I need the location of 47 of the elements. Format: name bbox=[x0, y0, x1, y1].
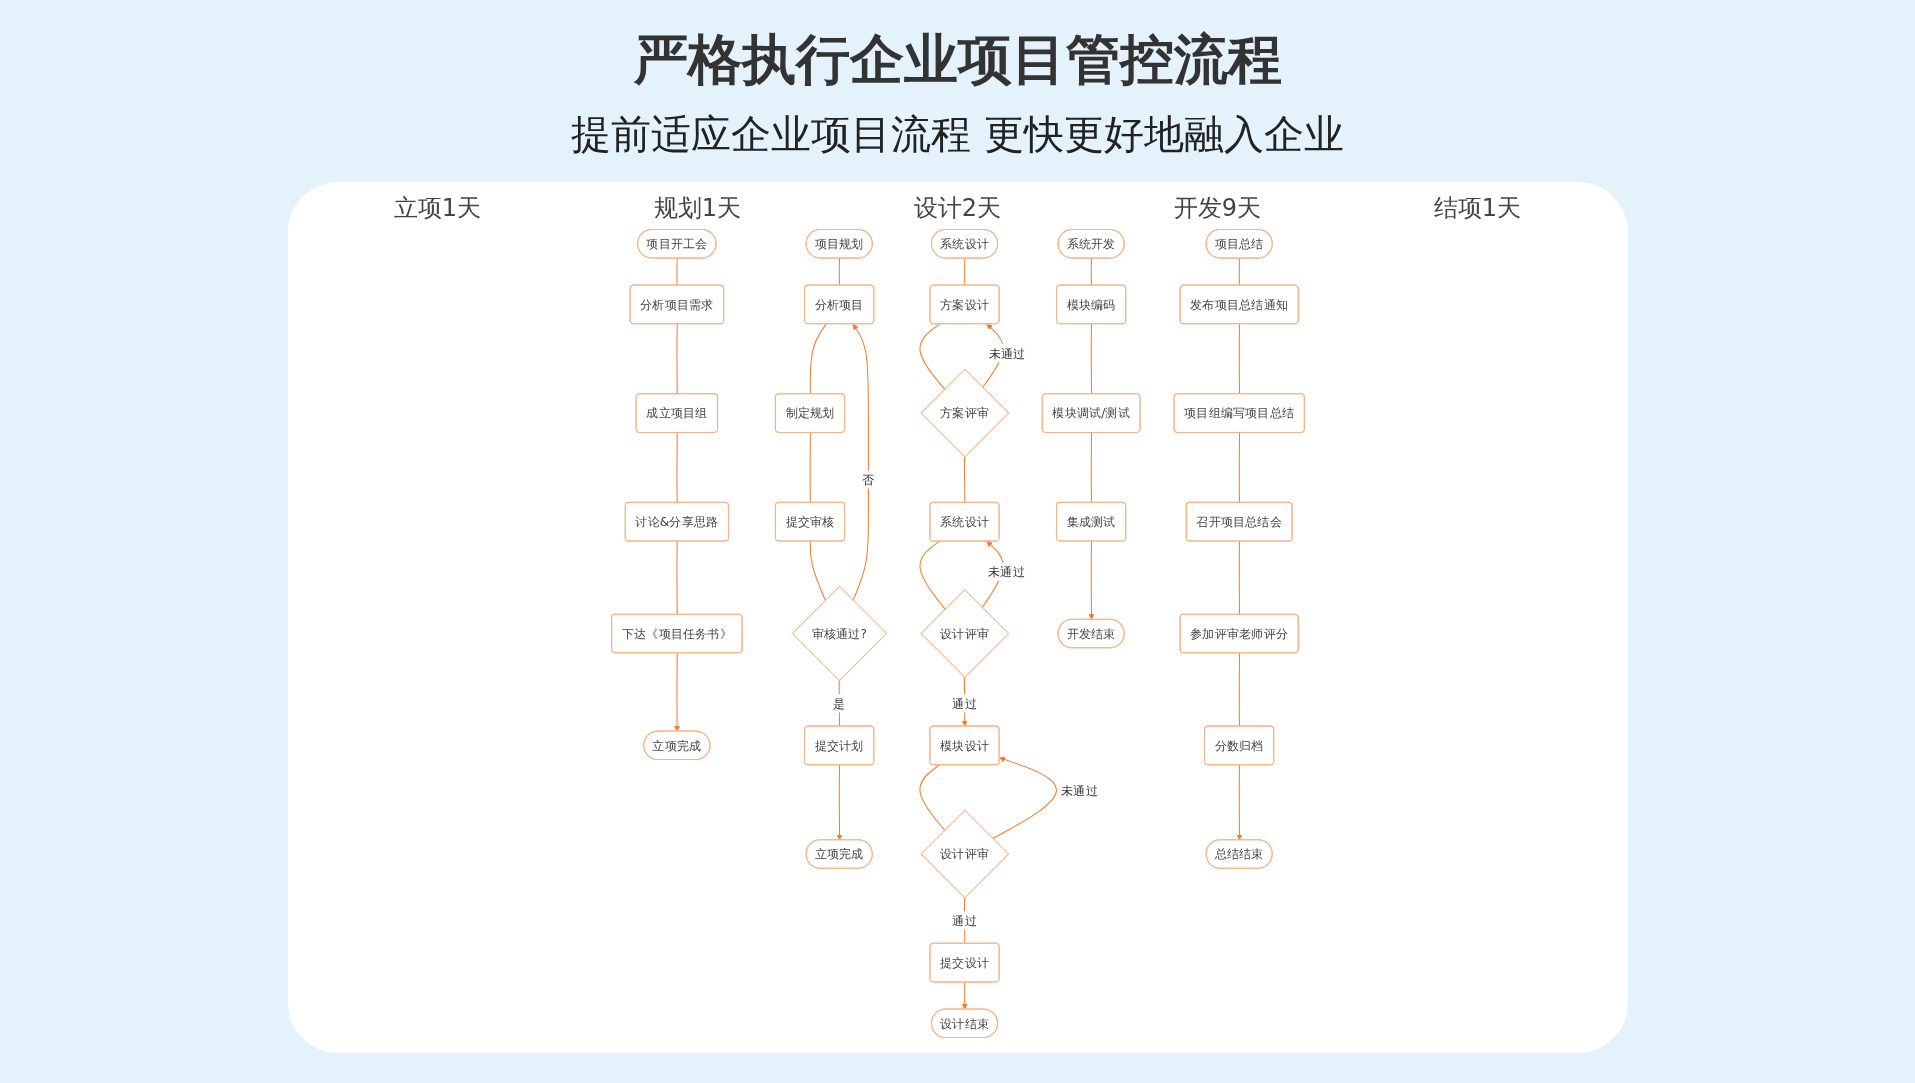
connector bbox=[918, 323, 945, 390]
arrow bbox=[991, 756, 1057, 839]
card-background: 立项1天 规划1天 设计2天 开发9天 结项1天 否 是 未通过 未通过 通过 未通过 通过 项目开工会 分析项目需求 成立项目组 讨论&分享思路 下达《项目任务书》 立项完成 项目规划 分析项目 制定规划 提交审核 审核通过? 提交计划 立项完成 系统设计 方案设计 方案评审 系统设计 设计评审 模块设计 设计评审 提交设计 设计结束 系统开发 模块编码 模块调试/测试 集成测试 开发结束 项目总结 发布项目总结通知 项目组编写项目总结 召开项目总结会 参加评审老师评分 分数归档 总结结束 bbox=[287, 182, 1628, 1053]
arrow bbox=[836, 764, 842, 841]
connector bbox=[1238, 540, 1240, 615]
connector bbox=[838, 257, 840, 286]
connector bbox=[1238, 257, 1240, 286]
arrow bbox=[1087, 540, 1094, 620]
connector bbox=[963, 257, 965, 286]
arrow bbox=[961, 981, 968, 1010]
arrow bbox=[852, 323, 869, 601]
connector bbox=[918, 764, 945, 831]
column-heading: 立项1天 bbox=[393, 193, 482, 224]
connector bbox=[963, 456, 965, 504]
connector bbox=[675, 257, 678, 286]
edge-label: 未通过 bbox=[987, 564, 1025, 579]
connector bbox=[1238, 432, 1240, 504]
connector bbox=[1090, 257, 1092, 286]
edge-label: 否 bbox=[861, 472, 874, 487]
connector bbox=[1238, 323, 1240, 395]
column-heading: 规划1天 bbox=[653, 193, 742, 224]
edge-label: 通过 bbox=[951, 913, 977, 928]
column-heading: 结项1天 bbox=[1433, 193, 1522, 224]
connector bbox=[675, 540, 678, 615]
connector bbox=[919, 540, 946, 610]
column-heading: 设计2天 bbox=[913, 193, 1002, 224]
connector bbox=[1090, 323, 1092, 395]
connector bbox=[809, 432, 811, 504]
connector bbox=[675, 323, 678, 395]
arrow bbox=[1235, 764, 1242, 841]
title: 严格执行企业项目管控流程 bbox=[633, 27, 1282, 93]
node-diamond bbox=[919, 809, 1009, 899]
node-diamond bbox=[919, 368, 1009, 458]
connector bbox=[809, 323, 827, 395]
node-diamond bbox=[919, 589, 1009, 678]
subtitle: 提前适应企业项目流程 更快更好地融入企业 bbox=[571, 110, 1344, 159]
connector bbox=[1238, 652, 1240, 727]
column-heading: 开发9天 bbox=[1173, 193, 1262, 224]
edge-label: 未通过 bbox=[988, 346, 1025, 361]
edge-label: 未通过 bbox=[1060, 783, 1098, 799]
connector bbox=[809, 540, 826, 601]
edge-label: 通过 bbox=[951, 696, 977, 711]
arrow bbox=[673, 652, 680, 732]
node-diamond bbox=[791, 585, 887, 682]
edge-label: 是 bbox=[832, 696, 845, 711]
connector bbox=[1090, 432, 1092, 504]
connector bbox=[675, 432, 678, 504]
